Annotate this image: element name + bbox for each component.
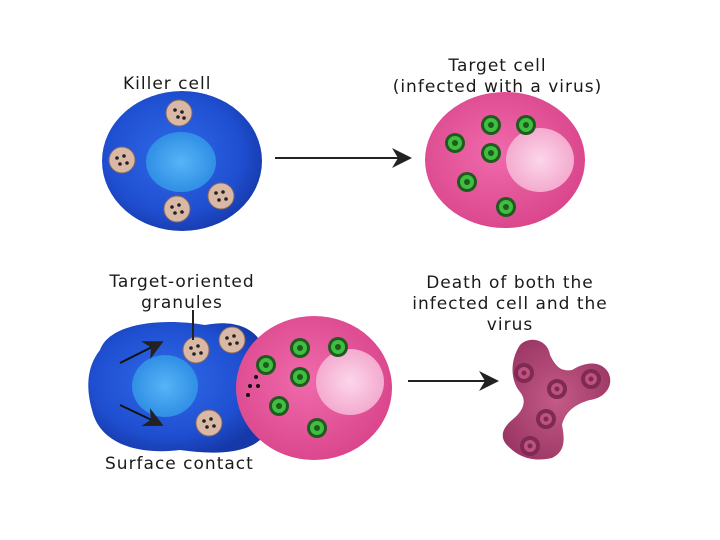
granule: [165, 99, 193, 127]
target-cell-nucleus: [316, 349, 384, 415]
virus: [328, 337, 348, 357]
dead-virus: [536, 409, 556, 429]
virus: [496, 197, 516, 217]
label-granules-line2: granules: [141, 293, 223, 313]
granule: [218, 326, 246, 354]
target-cell-bottom: [236, 316, 392, 460]
dead-virus: [581, 369, 601, 389]
label-death-line3: virus: [486, 315, 534, 335]
label-target-cell-line1: Target cell: [448, 56, 547, 76]
direction-arrow: [119, 341, 164, 364]
dead-virus: [520, 436, 540, 456]
label-death-line2: infected cell and the: [412, 294, 608, 314]
label-surface-contact: Surface contact: [105, 454, 254, 474]
virus: [290, 338, 310, 358]
virus: [516, 115, 536, 135]
virus: [290, 367, 310, 387]
granule: [207, 182, 235, 210]
killer-cell-top: [102, 91, 262, 231]
granule: [108, 146, 136, 174]
killer-cell-nucleus: [146, 132, 216, 192]
dead-virus: [514, 363, 534, 383]
label-granules-line1: Target-oriented: [109, 272, 255, 292]
label-target-cell: Target cell (infected with a virus): [370, 56, 625, 98]
granule: [163, 195, 191, 223]
virus: [445, 133, 465, 153]
virus: [457, 172, 477, 192]
killer-cell-nucleus: [132, 355, 198, 417]
granule: [195, 409, 223, 437]
label-granules: Target-oriented granules: [92, 272, 272, 314]
direction-arrow: [119, 404, 164, 427]
virus: [307, 418, 327, 438]
dead-virus: [547, 379, 567, 399]
label-target-cell-line2: (infected with a virus): [392, 77, 603, 97]
virus: [256, 355, 276, 375]
granule: [182, 336, 210, 364]
label-death: Death of both the infected cell and the …: [390, 273, 630, 336]
dead-cell: [502, 339, 611, 460]
killer-cell-bottom: [88, 321, 268, 453]
virus: [481, 115, 501, 135]
label-killer-cell: Killer cell: [123, 74, 212, 94]
virus: [481, 143, 501, 163]
virus: [269, 396, 289, 416]
target-cell-nucleus: [506, 128, 574, 192]
label-death-line1: Death of both the: [426, 273, 594, 293]
target-cell-top: [425, 92, 585, 228]
